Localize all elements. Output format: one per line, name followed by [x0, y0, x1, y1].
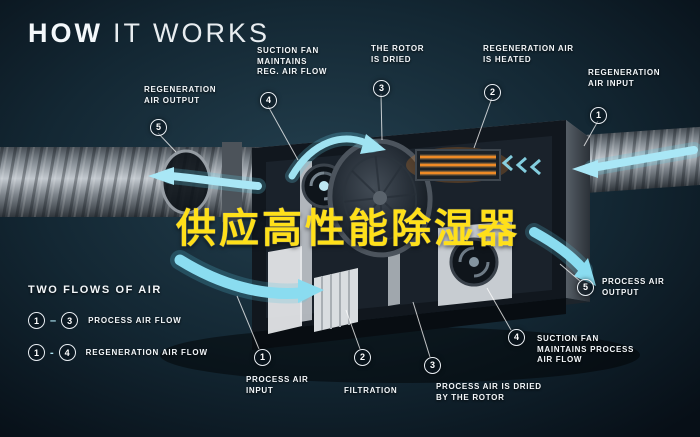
legend-dash: –	[50, 314, 57, 327]
callout-badge-process-air-output: 5	[577, 279, 594, 296]
process-output-arrow	[525, 223, 596, 286]
callout-badge-air-heated: 2	[484, 84, 501, 101]
legend-badge-end: 4	[58, 344, 76, 361]
callout-label-process-air-output: PROCESS AIR OUTPUT	[602, 277, 665, 297]
callout-label-process-air-input: PROCESS AIR INPUT	[246, 375, 309, 395]
callout-badge-process-air-input: 1	[254, 349, 271, 366]
regeneration-crossover-arrow	[285, 132, 386, 183]
title-word-light: IT WORKS	[112, 18, 270, 48]
callout-badge-reg-suction-fan: 4	[260, 92, 277, 109]
callout-badge-filtration: 2	[354, 349, 371, 366]
legend-row-regeneration-air: 1 - 4 REGENERATION AIR FLOW	[28, 344, 208, 361]
callout-label-air-heated: REGENERATION AIR IS HEATED	[483, 44, 574, 64]
callout-badge-reg-air-output: 5	[150, 119, 167, 136]
process-fan	[438, 221, 512, 306]
callout-badge-process-air-dried: 3	[424, 357, 441, 374]
legend-badge-start: 1	[28, 312, 45, 329]
overlay-headline: 供应高性能除湿器	[176, 206, 520, 252]
regeneration-output-arrow	[148, 167, 266, 194]
callout-label-reg-air-input: REGENERATION AIR INPUT	[588, 68, 661, 88]
legend-badge-start: 1	[28, 344, 45, 361]
legend-label-regeneration-air: REGENERATION AIR FLOW	[85, 348, 208, 357]
legend: TWO FLOWS OF AIR 1 – 3 PROCESS AIR FLOW …	[28, 284, 208, 376]
callout-label-filtration: FILTRATION	[344, 386, 398, 395]
airflow-chevrons	[501, 154, 541, 176]
legend-label-process-air: PROCESS AIR FLOW	[88, 316, 182, 325]
callout-label-process-air-dried: PROCESS AIR IS DRIED BY THE ROTOR	[436, 382, 542, 402]
callout-badge-reg-air-input: 1	[590, 107, 607, 124]
process-input-arrow	[170, 250, 324, 304]
legend-dash: -	[50, 346, 54, 359]
callout-label-reg-air-output: REGENERATION AIR OUTPUT	[144, 85, 217, 105]
legend-row-process-air: 1 – 3 PROCESS AIR FLOW	[28, 312, 208, 329]
callout-label-rotor-dried: THE ROTOR IS DRIED	[371, 44, 425, 64]
callout-label-process-suction-fan: SUCTION FAN MAINTAINS PROCESS AIR FLOW	[537, 334, 635, 364]
callout-badge-process-suction-fan: 4	[508, 329, 525, 346]
callout-label-reg-suction-fan: SUCTION FAN MAINTAINS REG. AIR FLOW	[257, 46, 328, 76]
page-title: HOW IT WORKS	[28, 18, 270, 49]
regeneration-input-arrow	[572, 142, 700, 178]
legend-badge-end: 3	[61, 312, 79, 329]
legend-title: TWO FLOWS OF AIR	[28, 284, 162, 296]
title-word-bold: HOW	[28, 18, 103, 48]
leader-lines	[157, 93, 599, 358]
callout-badge-rotor-dried: 3	[373, 80, 390, 97]
heater	[406, 147, 510, 183]
filter-panel	[314, 268, 358, 332]
